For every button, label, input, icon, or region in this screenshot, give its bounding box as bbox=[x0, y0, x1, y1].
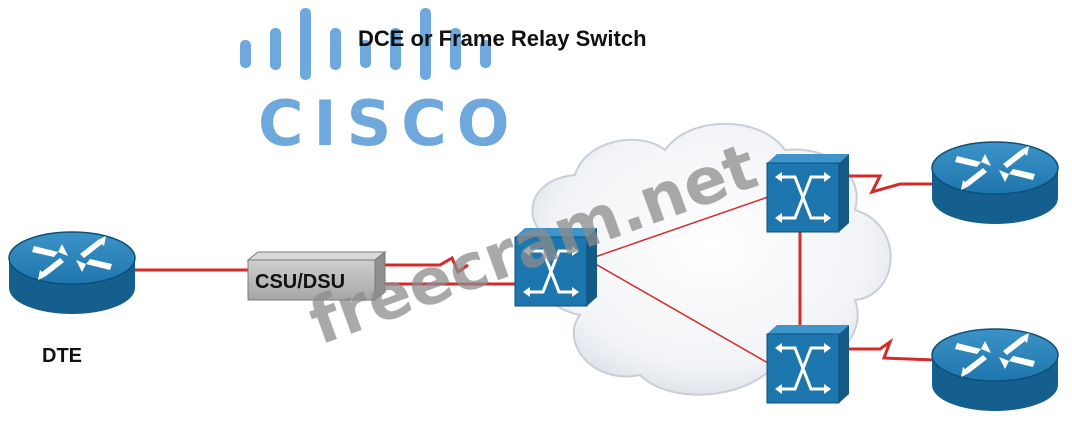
diagram-title: DCE or Frame Relay Switch bbox=[358, 26, 647, 51]
router-icon bbox=[8, 231, 136, 315]
cisco-logo: CISCO bbox=[240, 8, 519, 160]
frame-relay-switch-icon bbox=[765, 152, 851, 234]
links bbox=[135, 174, 936, 364]
csu-dsu-icon: CSU/DSU bbox=[246, 250, 387, 302]
frame-relay-switch-icon bbox=[765, 323, 851, 405]
link-switch-top bbox=[591, 196, 769, 259]
link-bottom-router bbox=[846, 337, 936, 362]
dte-label: DTE bbox=[42, 345, 82, 367]
router-icon bbox=[931, 141, 1059, 225]
link-switch-bottom bbox=[591, 261, 769, 364]
cisco-logo-text: CISCO bbox=[258, 87, 519, 160]
csu-dsu-label: CSU/DSU bbox=[255, 271, 345, 293]
router-icon bbox=[931, 328, 1059, 412]
link-top-router bbox=[846, 174, 935, 195]
link-csu-switch-upper bbox=[385, 255, 469, 275]
